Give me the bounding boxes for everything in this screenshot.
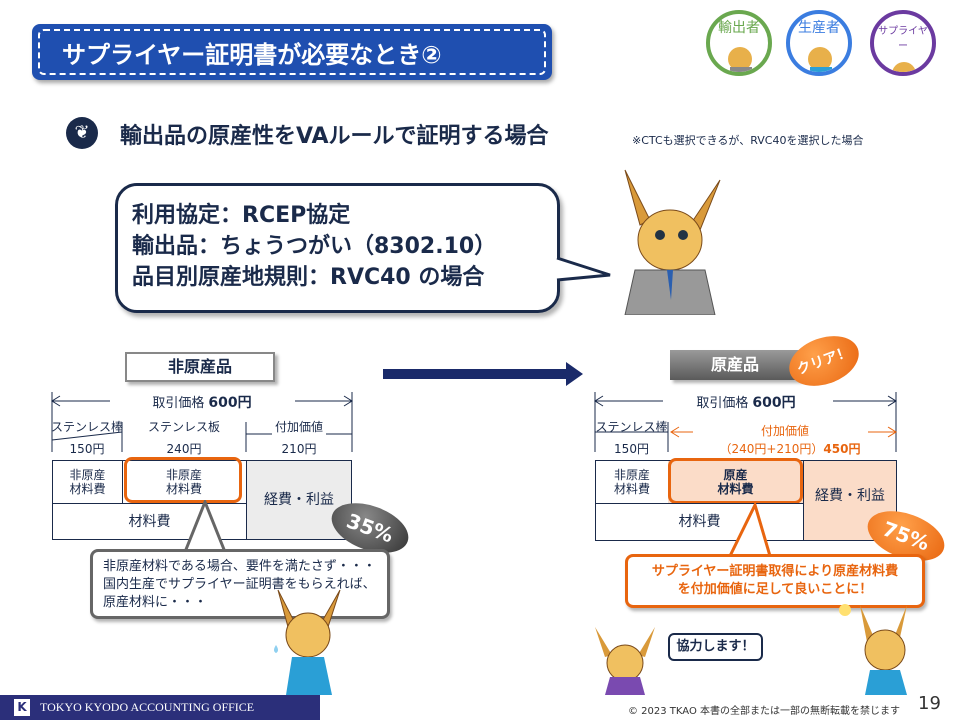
callout-line: を付加価値に足して良いことに！ [677,582,873,597]
col3-name-text: 付加価値 [271,418,326,435]
role-producer-icon: 生産者 [786,10,852,76]
kangaroo-supplier-illustration [595,627,655,695]
conditions-bubble: 利用協定：RCEP協定 輸出品：ちょうつがい（8302.10） 品目別原産地規則… [115,183,560,313]
kangaroo-producer-happy-illustration [839,604,907,695]
heading-bullet-icon: ❦ [66,117,98,149]
role-exporter-icon: 輸出者 [706,10,772,76]
heading-note: ※CTCも選択できるが、RVC40を選択した場合 [632,134,864,147]
price-label: 取引価格 [692,396,753,411]
kangaroo-producer-sad-illustration [274,589,341,695]
callout-line: サプライヤー証明書取得により原産材料費 [651,564,899,579]
bubble-line: 利用協定：RCEP協定 [132,203,351,228]
originating-label: 原産品 [670,350,800,380]
right-dimension-lines [594,392,897,452]
callout-line: 原産材料に・・・ [103,595,208,610]
added-value-name: 付加価値 [760,424,809,438]
price-label: 取引価格 [148,396,209,411]
col2-name: ステンレス板 [147,420,220,434]
supplier-speech-bubble: 協力します！ [668,633,763,661]
title-banner: サプライヤー証明書が必要なとき② [32,24,552,80]
bubble-line: 輸出品：ちょうつがい（8302.10） [132,234,497,259]
highlight-box [124,457,242,503]
non-originating-material-cell: 非原産 材料費 [52,460,123,504]
callout-line: 国内生産でサプライヤー証明書をもらえれば、 [103,577,376,592]
left-callout: 非原産材料である場合、要件を満たさず・・・ 国内生産でサプライヤー証明書をもらえ… [90,549,390,619]
kangaroo-exporter-illustration [624,169,721,315]
non-originating-material-cell: 非原産 材料費 [595,460,669,504]
page-title: サプライヤー証明書が必要なとき② [38,29,546,75]
col3-name: 付加価値 [246,418,352,435]
footer-company-bar: TOKYO KYODO ACCOUNTING OFFICE [0,695,320,720]
col2-value: 240円 [166,442,202,456]
transition-arrow [383,362,583,386]
role-label: サプライヤー [878,26,928,52]
left-dimension-lines [51,392,353,452]
clear-badge: クリア！ [782,327,866,395]
added-value-amount: 450円 [823,442,861,456]
price-value: 600円 [752,395,800,411]
col3-value: 210円 [281,442,317,456]
callout-line: 非原産材料である場合、要件を満たさず・・・ [103,559,376,574]
right-callout: サプライヤー証明書取得により原産材料費 を付加価値に足して良いことに！ [625,554,925,608]
role-label: 生産者 [798,20,840,36]
role-label: 輸出者 [718,20,760,36]
callout-tail [727,503,773,558]
callout-tail [182,500,228,554]
company-logo-icon: K [14,699,30,716]
price-value: 600円 [208,395,256,411]
section-heading: 輸出品の原産性をVAルールで証明する場合 [120,124,549,149]
originating-material-cell: 原産 材料費 [668,460,804,504]
bubble-line: 品目別原産地規則：RVC40 の場合 [132,265,485,290]
col1-value: 150円 [614,442,649,456]
col1-value: 150円 [69,442,105,456]
non-originating-label: 非原産品 [125,352,275,382]
copyright: © 2023 TKAO 本書の全部または一部の無断転載を禁じます [628,706,901,717]
role-supplier-icon: サプライヤー [870,10,936,76]
bubble-tail [556,256,611,282]
col1-name: ステンレス棒 [51,420,124,434]
added-value-row: （240円+210円）450円 [690,440,890,457]
highlight-box [668,458,803,504]
expense-profit-cell: 経費・利益 [803,460,897,541]
page-number: 19 [918,693,941,714]
added-value-detail: （240円+210円） [719,442,824,456]
col1-name: ステンレス棒 [595,420,668,434]
